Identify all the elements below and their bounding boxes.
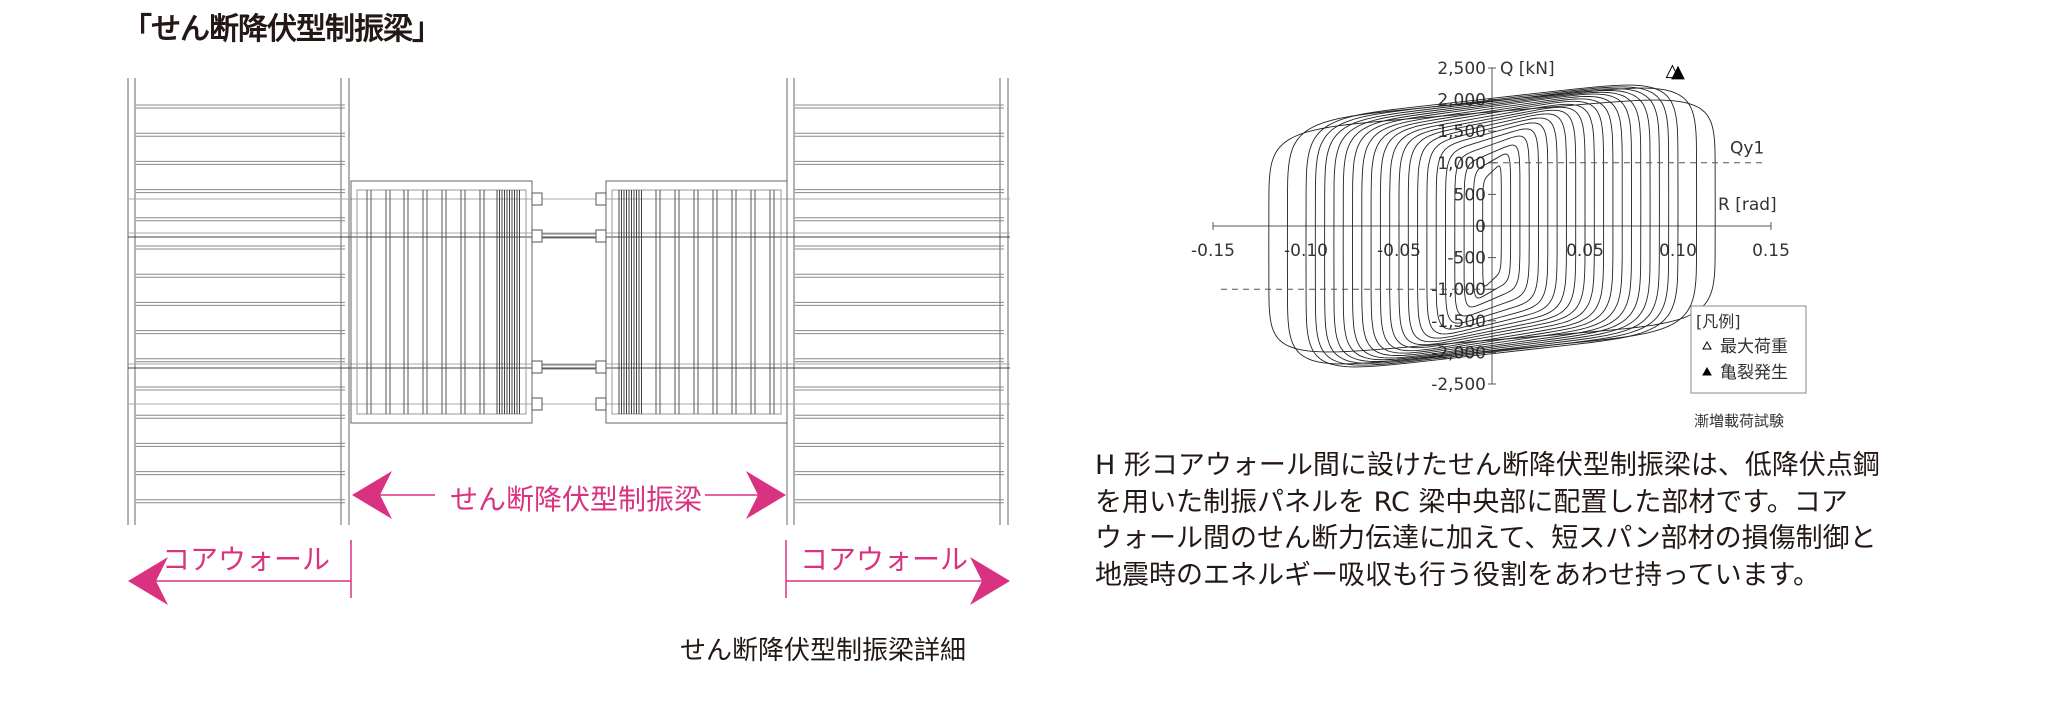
bolt-icon <box>595 360 607 374</box>
y-axis-label: Q [kN] <box>1500 59 1555 79</box>
bolt-icon <box>531 229 543 243</box>
legend-item: 亀裂発生 <box>1720 363 1788 383</box>
hysteresis-loop <box>1445 128 1539 324</box>
hysteresis-loop <box>1333 90 1651 362</box>
bolt-icon <box>595 229 607 243</box>
page-title: 「せん断降伏型制振梁」 <box>122 12 442 47</box>
description-line: H 形コアウォール間に設けたせん断降伏型制振梁は、低降伏点鋼 <box>1095 450 1880 481</box>
crack-legend-icon <box>1702 366 1712 376</box>
y-tick-label: -1,500 <box>1431 312 1486 332</box>
hysteresis-loop <box>1398 106 1586 346</box>
hysteresis-loop <box>1286 87 1698 365</box>
y-tick-label: 500 <box>1454 185 1486 205</box>
hysteresis-loop <box>1324 88 1660 364</box>
damper-panel-right-inner <box>611 189 782 415</box>
arrow-left-head-icon <box>352 471 392 519</box>
description-line: を用いた制振パネルを RC 梁中央部に配置した部材です。コア <box>1095 486 1848 518</box>
x-axis-label: R [rad] <box>1718 195 1777 215</box>
drawing-caption: せん断降伏型制振梁詳細 <box>680 636 967 666</box>
hysteresis-loop <box>1482 165 1502 287</box>
legend-title: [凡例] <box>1696 312 1741 331</box>
hysteresis-loop <box>1352 93 1632 359</box>
hysteresis-loop <box>1268 99 1716 353</box>
qy1-label: Qy1 <box>1730 138 1764 158</box>
y-tick-label: 1,000 <box>1437 154 1486 174</box>
hysteresis-loop <box>1463 144 1521 308</box>
chart-caption: 漸増載荷試験 <box>1694 412 1784 430</box>
x-tick-label: 0.15 <box>1752 241 1790 261</box>
description-line: 地震時のエネルギー吸収も行う役割をあわせ持っています。 <box>1095 559 1820 591</box>
hysteresis-loop <box>1417 113 1567 339</box>
bolt-icon <box>595 397 607 411</box>
hysteresis-loop <box>1370 98 1614 354</box>
y-tick-label: -2,500 <box>1431 375 1486 395</box>
y-tick-label: 1,500 <box>1437 122 1486 142</box>
crack-marker-icon <box>1671 65 1685 80</box>
arrow-right-head-icon <box>746 471 786 519</box>
hysteresis-loop <box>1342 91 1642 361</box>
bolt-icon <box>595 192 607 206</box>
legend-item: 最大荷重 <box>1720 337 1788 357</box>
hysteresis-loop <box>1472 153 1512 299</box>
hysteresis-loop <box>1426 117 1558 335</box>
hysteresis-loop <box>1435 122 1549 330</box>
y-tick-label: 2,500 <box>1437 59 1486 79</box>
hysteresis-loop <box>1454 135 1530 317</box>
arrow-left-head-icon <box>128 557 168 605</box>
core-wall-right-label: コアウォール <box>800 543 969 576</box>
x-tick-label: -0.15 <box>1191 241 1235 261</box>
bolt-icon <box>531 360 543 374</box>
core-wall-left-label: コアウォール <box>162 543 331 576</box>
max-load-legend-icon <box>1702 340 1712 350</box>
hysteresis-loop <box>1305 84 1679 368</box>
damper-beam-label: せん断降伏型制振梁 <box>450 483 703 516</box>
hysteresis-loop <box>1361 96 1623 356</box>
description-text: H 形コアウォール間に設けたせん断降伏型制振梁は、低降伏点鋼 を用いた制振パネル… <box>1095 448 1880 594</box>
bolt-icon <box>531 397 543 411</box>
y-tick-label: -1,000 <box>1431 280 1486 300</box>
hysteresis-loop <box>1379 100 1605 352</box>
y-tick-label: -500 <box>1447 249 1486 269</box>
hysteresis-loop <box>1407 109 1577 343</box>
description-line: ウォール間のせん断力伝達に加えて、短スパン部材の損傷制御と <box>1095 523 1877 554</box>
damper-panel-left-frame <box>350 180 533 424</box>
y-tick-label: 0 <box>1475 217 1486 237</box>
bolt-icon <box>531 192 543 206</box>
beam-detail-drawing <box>127 78 1010 605</box>
damper-panel-right-frame <box>605 180 788 424</box>
